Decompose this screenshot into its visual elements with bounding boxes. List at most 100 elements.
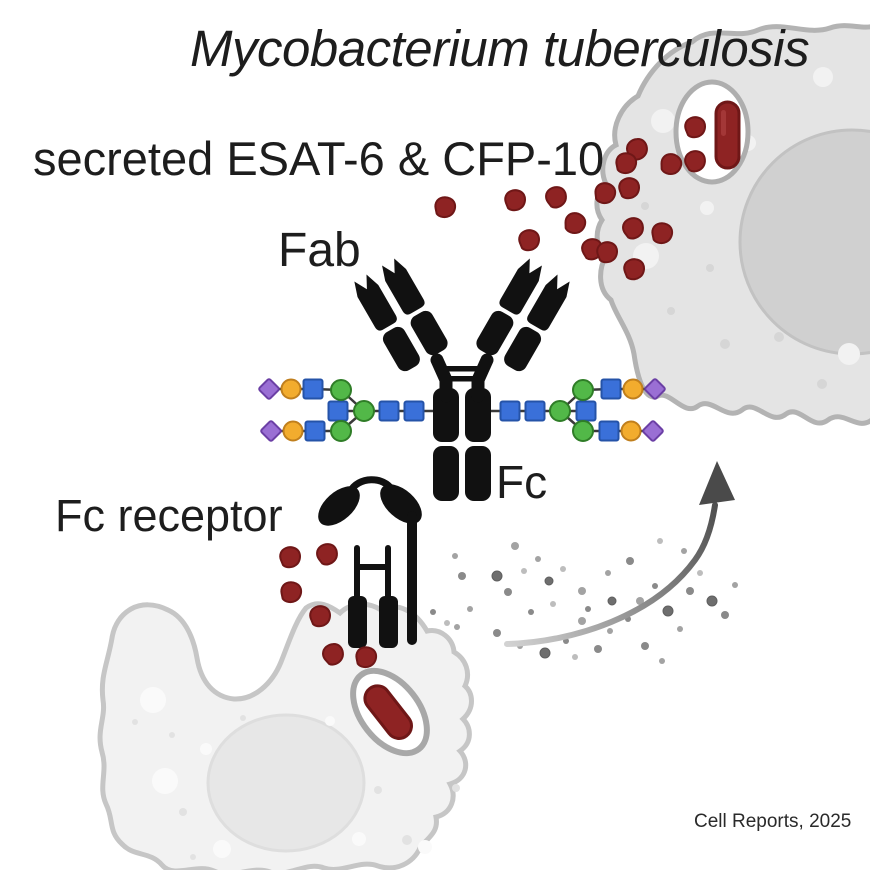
nucleus — [206, 713, 366, 853]
glcnac-blue-square-icon — [302, 378, 324, 400]
vesicle-icon — [325, 716, 335, 726]
fab-arm-right — [476, 258, 570, 372]
vesicle-icon — [418, 840, 432, 854]
vesicle-icon — [774, 332, 784, 342]
signal-dot-icon — [550, 601, 556, 607]
fc-region — [433, 388, 491, 501]
igg-antibody-icon — [350, 256, 570, 501]
fc-label: Fc — [496, 456, 548, 508]
signal-dot-icon — [657, 538, 663, 544]
fc-receptor-label: Fc receptor — [55, 490, 283, 541]
galactose-yellow-circle-icon — [282, 420, 304, 442]
signal-dot-icon — [652, 583, 658, 589]
signal-dot-icon — [706, 595, 718, 607]
signal-dot-icon — [511, 542, 519, 550]
signal-dot-icon — [585, 606, 591, 612]
vesicle-icon — [641, 202, 649, 210]
glcnac-blue-square-icon — [327, 400, 349, 422]
signal-dot-icon — [659, 658, 665, 664]
secreted-protein-blob-icon — [518, 229, 540, 252]
vesicle-icon — [169, 732, 175, 738]
vesicle-icon — [817, 379, 827, 389]
secreted-protein-blob-icon — [684, 116, 706, 139]
signal-dot-icon — [544, 576, 554, 586]
mannose-green-circle-icon — [330, 420, 352, 442]
secreted-protein-blob-icon — [504, 189, 526, 212]
signal-dot-icon — [521, 568, 527, 574]
bacterium-highlight — [721, 110, 726, 136]
signal-dot-icon — [430, 609, 436, 615]
secreted-protein-blob-icon — [623, 258, 645, 281]
signal-dot-icon — [458, 572, 466, 580]
signal-dot-icon — [539, 647, 551, 659]
subtitle: secreted ESAT-6 & CFP-10 — [33, 132, 605, 185]
vesicle-icon — [813, 67, 833, 87]
signal-dot-icon — [697, 570, 703, 576]
signal-dot-icon — [560, 566, 566, 572]
receptor-domain-right — [380, 484, 422, 524]
signal-dot-icon — [493, 629, 501, 637]
mannose-green-circle-icon — [353, 400, 375, 422]
secreted-protein-blob-icon — [618, 177, 640, 200]
bacterium-rod-icon — [714, 100, 741, 170]
glcnac-blue-square-icon — [304, 420, 326, 442]
vesicles — [132, 687, 460, 860]
signal-dot-icon — [504, 588, 512, 596]
vesicle-icon — [352, 832, 366, 846]
macrophage-cell-top-right — [594, 23, 870, 426]
citation: Cell Reports, 2025 — [694, 811, 852, 832]
signal-dot-icon — [607, 628, 613, 634]
vesicle-icon — [200, 743, 212, 755]
glcnac-blue-square-icon — [403, 400, 425, 422]
signal-dot-icon — [594, 645, 602, 653]
receptor-domain-left — [318, 486, 360, 526]
sialic-acid-purple-diamond-icon — [258, 378, 280, 400]
phagosome-group — [350, 667, 430, 757]
signal-dot-icon — [444, 620, 450, 626]
vesicle-icon — [706, 264, 714, 272]
signal-dot-icon — [732, 582, 738, 588]
curved-arrow-icon — [504, 461, 735, 647]
vesicle-icon — [213, 840, 231, 858]
signal-dots-cloud — [430, 538, 738, 664]
itam-tail-right — [379, 596, 398, 648]
signal-dot-icon — [452, 553, 458, 559]
secreted-protein-blob-icon — [279, 546, 301, 569]
signal-dot-icon — [491, 570, 503, 582]
vesicle-icon — [190, 854, 196, 860]
vesicle-icon — [402, 835, 412, 845]
signal-dot-icon — [686, 587, 694, 595]
signal-dot-icon — [454, 624, 460, 630]
signal-dot-icon — [605, 570, 611, 576]
bacterium-rod-icon — [363, 684, 413, 740]
signal-dot-icon — [636, 597, 644, 605]
signal-dot-icon — [578, 587, 586, 595]
vesicle-icon — [132, 719, 138, 725]
glcnac-blue-square-icon — [378, 400, 400, 422]
vesicle-icon — [700, 201, 714, 215]
vesicle-icon — [720, 339, 730, 349]
hinge-connector-right — [471, 353, 494, 403]
hinge-connector-left — [430, 353, 453, 403]
vesicle-icon — [152, 768, 178, 794]
signal-dot-icon — [528, 609, 534, 615]
signal-dot-icon — [578, 617, 586, 625]
signal-dot-icon — [467, 606, 473, 612]
vesicle-icon — [838, 343, 860, 365]
secreted-protein-blob-icon — [561, 209, 589, 238]
vesicle-icon — [140, 687, 166, 713]
macrophage-cell-bottom-left — [97, 601, 474, 870]
vesicle-icon — [374, 786, 382, 794]
signal-dot-icon — [641, 642, 649, 650]
signal-dot-icon — [677, 626, 683, 632]
mannose-green-circle-icon — [330, 379, 352, 401]
galactose-yellow-circle-icon — [280, 378, 302, 400]
signal-dot-icon — [662, 605, 674, 617]
sialic-acid-purple-diamond-icon — [260, 420, 282, 442]
vesicle-icon — [179, 808, 187, 816]
signal-dot-icon — [626, 557, 634, 565]
signal-dot-icon — [535, 556, 541, 562]
itam-tail-left — [348, 596, 367, 648]
